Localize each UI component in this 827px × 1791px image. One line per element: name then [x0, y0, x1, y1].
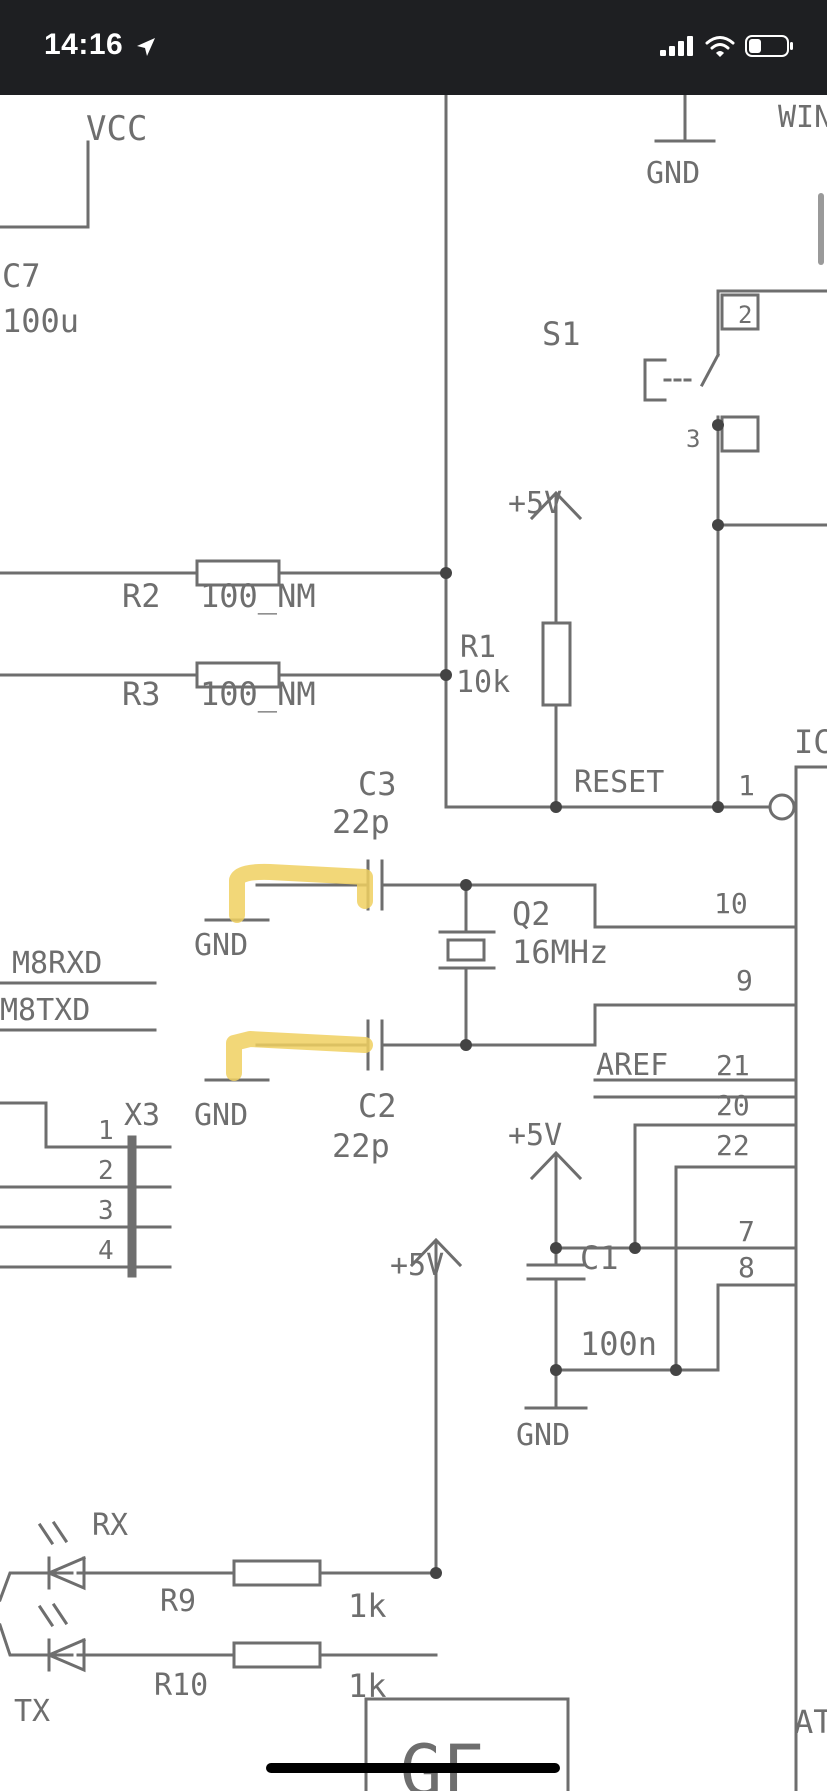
label-r3: R3 [122, 675, 161, 713]
label-gnd-c2: GND [194, 1098, 248, 1133]
label-x3: X3 [124, 1098, 160, 1133]
label-plus5v-r9: +5V [390, 1248, 444, 1283]
label-m8rxd: M8RXD [12, 946, 102, 981]
label-pin-21: 21 [716, 1049, 750, 1082]
label-c7-value: 100u [2, 302, 79, 340]
label-c2: C2 [358, 1087, 397, 1125]
label-c3-value: 22p [332, 803, 390, 841]
label-r10: R10 [154, 1668, 208, 1703]
label-r2-value: 100_NM [200, 577, 316, 615]
wifi-icon [705, 36, 735, 57]
label-c3: C3 [358, 765, 397, 803]
label-pin-7: 7 [738, 1215, 755, 1248]
battery-icon [745, 35, 793, 57]
home-indicator[interactable] [266, 1763, 560, 1773]
label-x3-pin4: 4 [98, 1236, 114, 1266]
label-r9-value: 1k [348, 1587, 387, 1625]
label-pin-8: 8 [738, 1251, 755, 1284]
label-r10-value: 1k [348, 1667, 387, 1705]
label-c1-value: 100n [580, 1325, 657, 1363]
label-pin-20: 20 [716, 1089, 750, 1122]
label-r9: R9 [160, 1584, 196, 1619]
label-x3-pin1: 1 [98, 1116, 114, 1146]
label-q2: Q2 [512, 895, 551, 933]
label-tx: TX [14, 1694, 50, 1729]
location-arrow-icon [137, 38, 155, 56]
label-ic: IC [794, 723, 827, 761]
label-gnd-top: GND [646, 156, 700, 191]
label-s1-pin2: 2 [738, 301, 752, 329]
label-pin-9: 9 [736, 964, 753, 997]
label-pin-1: 1 [738, 769, 755, 802]
label-plus5v-r1: +5V [508, 486, 562, 521]
label-aref: AREF [596, 1048, 668, 1083]
label-s1-pin3: 3 [686, 425, 700, 453]
label-r2: R2 [122, 577, 161, 615]
cellular-signal-icon [660, 36, 693, 56]
label-gnd-c3: GND [194, 928, 248, 963]
schematic-viewer[interactable]: VCC WIN C7 100u GND S1 2 3 +5V R2 100_NM… [0, 95, 827, 1791]
label-c7: C7 [2, 257, 41, 295]
label-r1-value: 10k [456, 665, 510, 700]
schematic-diagram: VCC WIN C7 100u GND S1 2 3 +5V R2 100_NM… [0, 95, 827, 1791]
label-r3-value: 100_NM [200, 675, 316, 713]
label-rx: RX [92, 1508, 128, 1543]
label-win: WIN [778, 100, 827, 135]
label-r1: R1 [460, 630, 496, 665]
status-indicators [659, 34, 795, 58]
label-m8txd: M8TXD [0, 993, 90, 1028]
label-s1: S1 [542, 315, 581, 353]
label-pin-10: 10 [714, 887, 748, 920]
label-x3-pin3: 3 [98, 1196, 114, 1226]
label-q2-value: 16MHz [512, 933, 608, 971]
label-x3-pin2: 2 [98, 1156, 114, 1186]
status-time: 14:16 [44, 28, 124, 61]
label-gnd-c1: GND [516, 1418, 570, 1453]
label-vcc: VCC [86, 109, 147, 149]
label-reset: RESET [574, 765, 664, 800]
label-plus5v-c1: +5V [508, 1118, 562, 1153]
label-at: AT [794, 1703, 827, 1741]
label-c1: C1 [580, 1239, 619, 1277]
label-gf: GF [400, 1730, 484, 1791]
status-bar: 14:16 [0, 0, 827, 95]
label-pin-22: 22 [716, 1129, 750, 1162]
label-c2-value: 22p [332, 1127, 390, 1165]
scrollbar[interactable] [818, 193, 824, 265]
